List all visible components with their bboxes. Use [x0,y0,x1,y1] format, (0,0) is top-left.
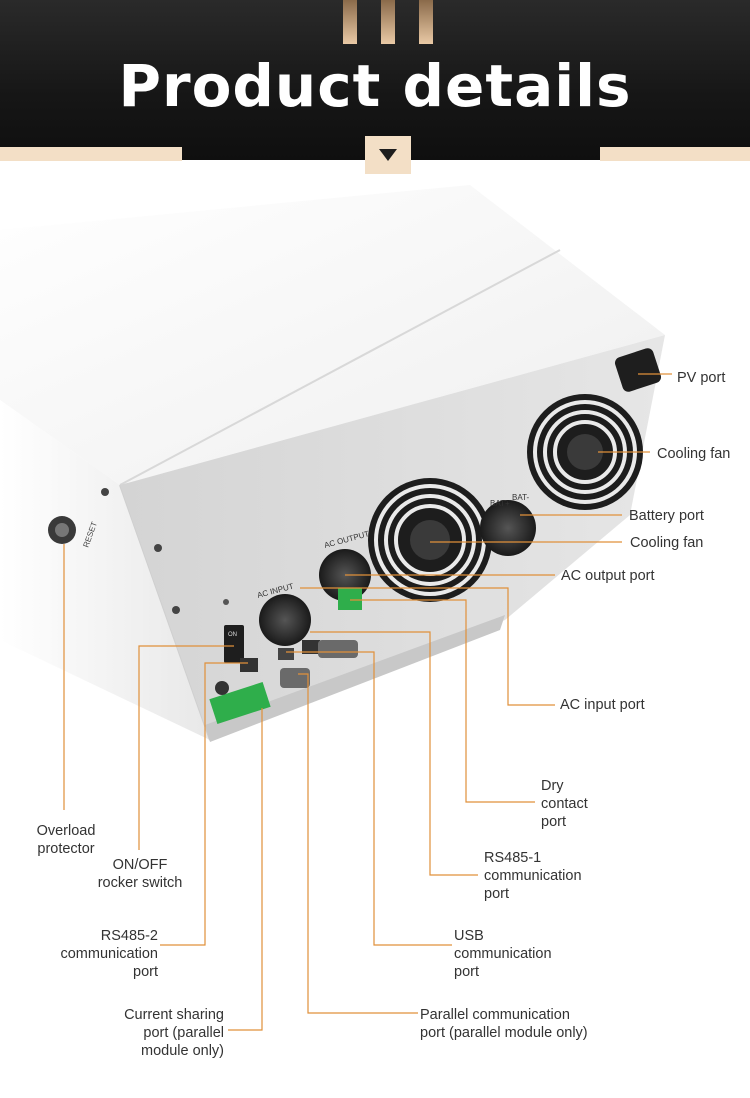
bar [419,0,433,44]
current-sharing-terminal [209,681,271,725]
on-marking: ON [228,632,237,638]
decorative-bars [343,0,433,44]
rs485-1-socket [302,640,320,654]
cooling-fan-center [368,478,492,602]
label-rs485-2: RS485-2 communication port [60,928,158,980]
label-pv-port: PV port [677,370,726,386]
dry-contact-terminal [338,588,362,610]
ac-input-connector [259,594,311,646]
device-top [0,185,665,485]
battery-port [480,500,536,556]
callout-lines [63,373,672,1031]
chevron-down-icon [379,149,397,161]
accent-strip-right [600,147,750,161]
header-banner: Product details [0,0,750,160]
parallel-db-connector [280,668,310,688]
rs485-2-socket [240,658,258,672]
label-usb: USB communication port [454,928,552,980]
usb-socket [278,648,294,660]
bar [343,0,357,44]
label-overload-protector: Overload protector [36,823,96,857]
scroll-down-button[interactable] [365,136,411,174]
bat-minus-marking: BAT- [512,493,530,502]
onoff-switch [224,625,244,663]
label-rs485-1: RS485-1 communication port [484,850,582,902]
label-current-sharing: Current sharing port (parallel module on… [124,1007,224,1059]
label-ac-input-port: AC input port [560,697,645,713]
accent-strip-left [0,147,182,161]
label-ac-output-port: AC output port [561,568,655,584]
label-cooling-fan-2: Cooling fan [630,535,704,551]
device-side [0,400,210,740]
bat-plus-marking: BAT+ [490,499,510,508]
bar [381,0,395,44]
label-cooling-fan-1: Cooling fan [657,446,731,462]
label-onoff-switch: ON/OFF rocker switch [97,857,183,891]
page-title: Product details [118,52,632,120]
pv-port [614,348,662,392]
cooling-fan-right [527,394,643,510]
label-battery-port: Battery port [629,508,704,524]
label-parallel: Parallel communication port (parallel mo… [420,1007,588,1041]
label-dry-contact-port: Dry contact port [541,778,588,830]
